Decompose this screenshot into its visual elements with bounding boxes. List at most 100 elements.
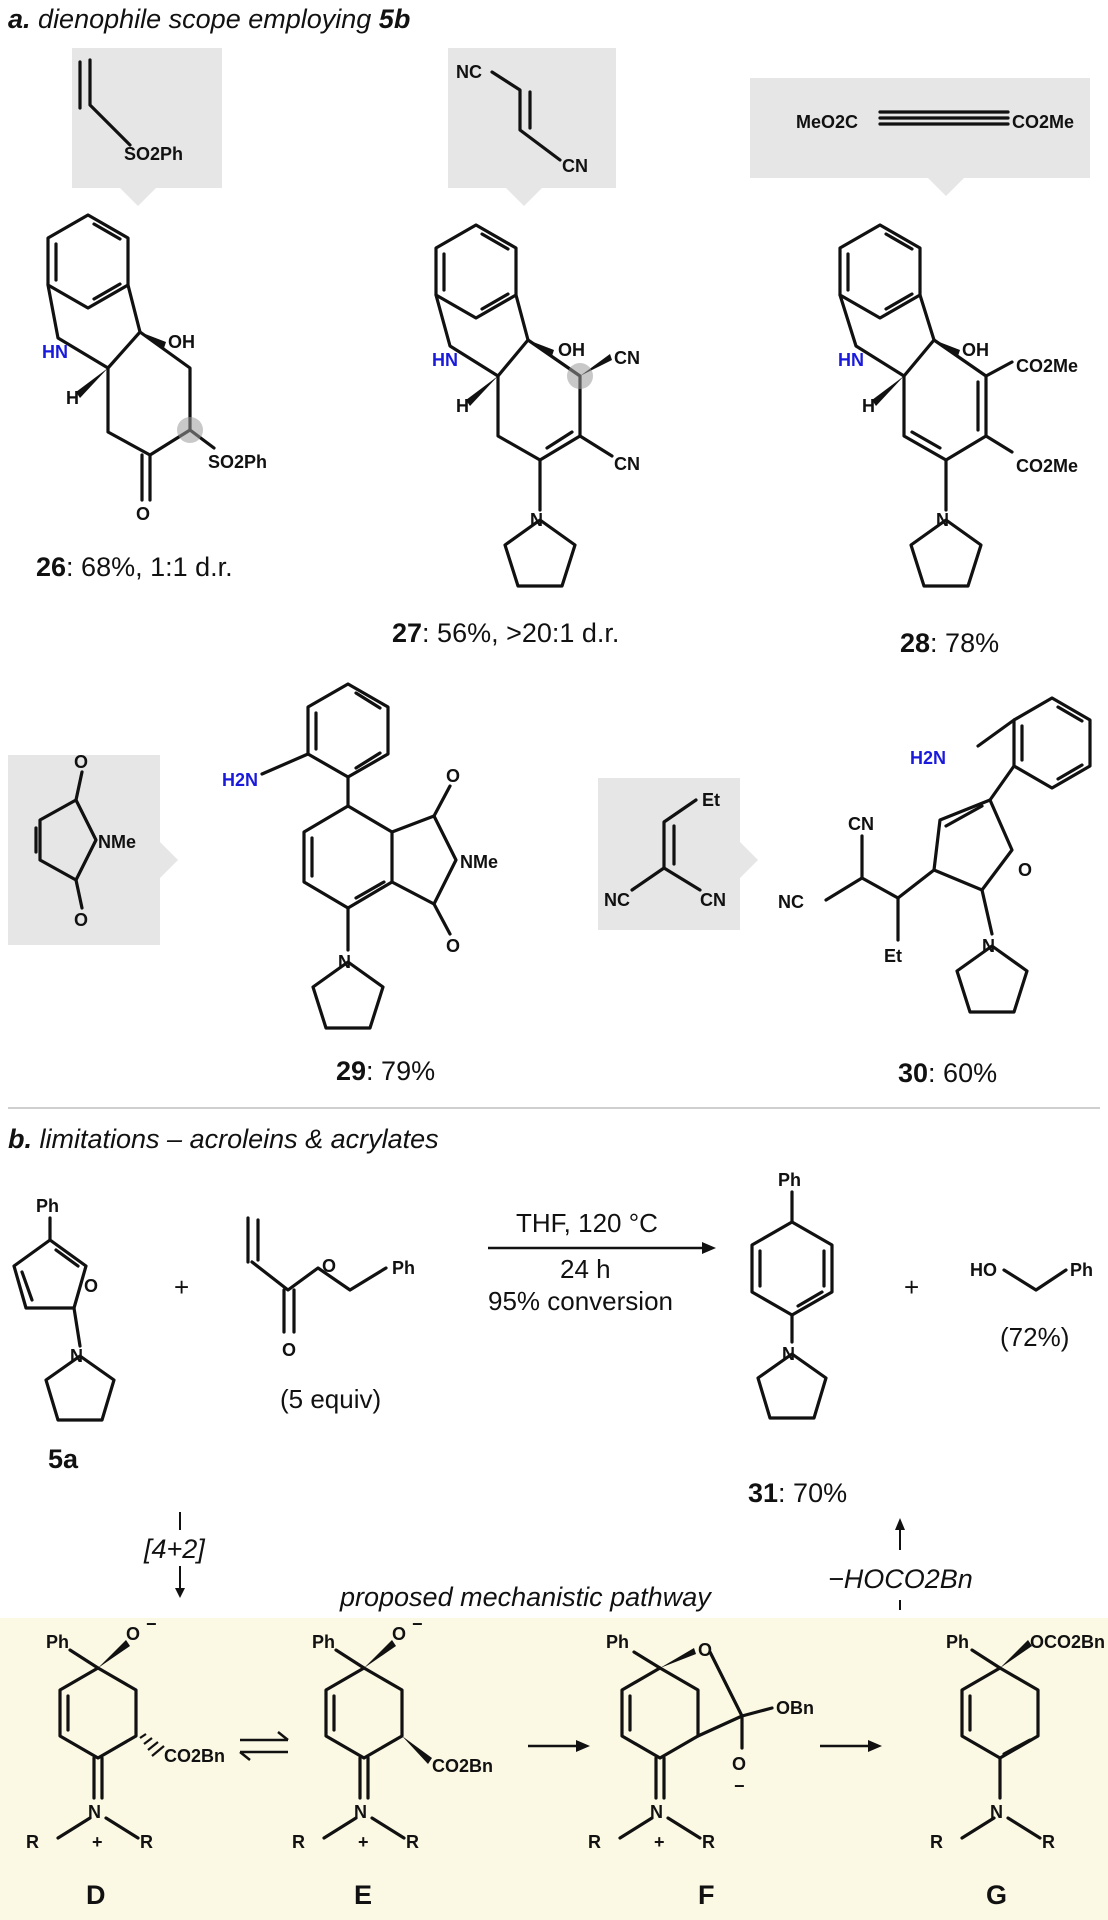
r-label: R xyxy=(588,1832,601,1852)
nh-label: HN xyxy=(432,350,458,370)
iminium-n-label: N xyxy=(354,1802,367,1822)
reagent-box-ylidene: Et NC CN xyxy=(598,778,758,930)
furan-o-label: O xyxy=(84,1276,98,1296)
pyrrolidine-n-label: N xyxy=(982,936,995,956)
et-label: Et xyxy=(702,790,720,810)
byproduct-yield: (72%) xyxy=(1000,1322,1069,1352)
product-26-structure: HN H OH O SO2Ph xyxy=(42,213,267,524)
h-label: H xyxy=(456,396,469,416)
o-label: O xyxy=(446,766,460,786)
r-label: R xyxy=(1042,1832,1055,1852)
label-g: G xyxy=(986,1880,1007,1910)
iminium-n-label: N xyxy=(88,1802,101,1822)
mechanism-panel xyxy=(0,1618,1108,1920)
cn-label: CN xyxy=(700,890,726,910)
pyrrolidine-n-label: N xyxy=(70,1346,83,1366)
phenyl-label: Ph xyxy=(778,1170,801,1190)
o-label: O xyxy=(446,936,460,956)
sulfone-label: SO2Ph xyxy=(124,144,183,164)
carbonate-label: OCO2Bn xyxy=(1030,1632,1105,1652)
sulfonyl-label: SO2Ph xyxy=(208,452,267,472)
pyrrolidine-n-label: N xyxy=(338,952,351,972)
ester-label: CO2Me xyxy=(1016,356,1078,376)
cycloaddition-arrow: [4+2] xyxy=(143,1512,206,1598)
cn-label: CN xyxy=(614,454,640,474)
conditions-temp: THF, 120 °C xyxy=(516,1208,658,1238)
phenyl-label: Ph xyxy=(946,1632,969,1652)
arrow-f-to-g xyxy=(820,1740,882,1752)
section-a-header: a. dienophile scope employing 5b xyxy=(8,4,410,34)
label-26: 26: 68%, 1:1 d.r. xyxy=(36,552,233,582)
r-label: R xyxy=(292,1832,305,1852)
carbonyl-o-label: O xyxy=(136,504,150,524)
section-b-header: b. limitations – acroleins & acrylates xyxy=(8,1124,439,1154)
label-f: F xyxy=(698,1880,715,1910)
phenyl-label: Ph xyxy=(312,1632,335,1652)
pyrrolidine-n-label: N xyxy=(530,510,543,530)
obn-label: OBn xyxy=(776,1698,814,1718)
intermediate-g: Ph OCO2Bn N R R xyxy=(930,1632,1105,1852)
minus-charge: − xyxy=(412,1614,423,1634)
minus-charge: − xyxy=(734,1776,745,1796)
elimination-label: −HOCO2Bn xyxy=(828,1564,973,1594)
intermediate-d: Ph O − CO2Bn N R R + xyxy=(26,1614,225,1852)
alkoxide-label: O xyxy=(732,1754,746,1774)
plus-charge: + xyxy=(92,1832,103,1852)
phenyl-label: Ph xyxy=(1070,1260,1093,1280)
plus-charge: + xyxy=(358,1832,369,1852)
phenyl-label: Ph xyxy=(392,1258,415,1278)
conditions-time: 24 h xyxy=(560,1254,611,1284)
phenyl-label: Ph xyxy=(36,1196,59,1216)
pyrrolidine-n-label: N xyxy=(782,1344,795,1364)
intermediate-e: Ph O − CO2Bn N R R + xyxy=(292,1614,493,1852)
plus-charge: + xyxy=(654,1832,665,1852)
ester-label: CO2Bn xyxy=(164,1746,225,1766)
o-label: O xyxy=(74,910,88,930)
furan-5a-structure: Ph O N xyxy=(12,1196,116,1422)
oh-label: OH xyxy=(558,340,585,360)
amine-label: H2N xyxy=(910,748,946,768)
benzyl-alcohol-structure: HO Ph xyxy=(970,1260,1093,1292)
ester-label: CO2Bn xyxy=(432,1756,493,1776)
product-29-structure: H2N O NMe O N xyxy=(222,682,498,1030)
reagent-box-fumaronitrile: NC CN xyxy=(448,48,616,206)
r-label: R xyxy=(702,1832,715,1852)
o-label: O xyxy=(74,752,88,772)
phenyl-label: Ph xyxy=(606,1632,629,1652)
reagent-box-maleimide: O NMe O xyxy=(8,752,178,945)
ester-label: CO2Me xyxy=(1016,456,1078,476)
reagent-box-vinylsulfone: SO2Ph xyxy=(72,48,222,206)
carbonyl-o-label: O xyxy=(282,1340,296,1360)
et-label: Et xyxy=(884,946,902,966)
dmad-left-label: MeO2C xyxy=(796,112,858,132)
nh-label: HN xyxy=(42,342,68,362)
nh-label: HN xyxy=(838,350,864,370)
product-28-structure: HN H OH CO2Me CO2Me N xyxy=(838,223,1078,588)
r-label: R xyxy=(26,1832,39,1852)
r-label: R xyxy=(930,1832,943,1852)
label-30: 30: 60% xyxy=(898,1058,997,1088)
label-5a: 5a xyxy=(48,1444,79,1474)
oh-label: OH xyxy=(962,340,989,360)
r-label: R xyxy=(406,1832,419,1852)
label-31: 31: 70% xyxy=(748,1478,847,1508)
label-28: 28: 78% xyxy=(900,628,999,658)
nme-label: NMe xyxy=(460,852,498,872)
nc-label: NC xyxy=(456,62,482,82)
equilibrium-arrow xyxy=(239,1731,289,1761)
oxide-label: O xyxy=(126,1624,140,1644)
reaction-arrow: THF, 120 °C 24 h 95% conversion xyxy=(488,1208,716,1316)
nc-label: NC xyxy=(604,890,630,910)
ester-o-label: O xyxy=(322,1256,336,1276)
label-e: E xyxy=(354,1880,372,1910)
r-label: R xyxy=(140,1832,153,1852)
h-label: H xyxy=(66,388,79,408)
dmad-right-label: CO2Me xyxy=(1012,112,1074,132)
minus-charge: − xyxy=(146,1614,157,1634)
oxide-label: O xyxy=(392,1624,406,1644)
pyrrolidine-n-label: N xyxy=(936,510,949,530)
label-27: 27: 56%, >20:1 d.r. xyxy=(392,618,619,648)
furan-o-label: O xyxy=(1018,860,1032,880)
nme-label: NMe xyxy=(98,832,136,852)
